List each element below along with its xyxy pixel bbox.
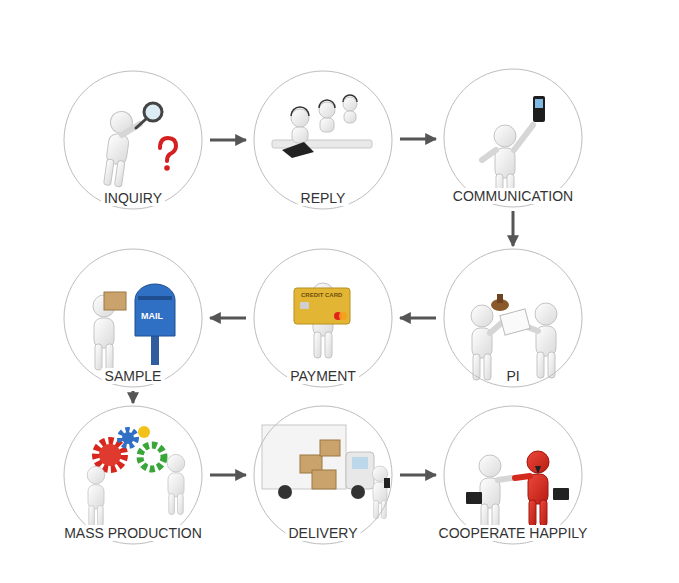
- step-label: COOPERATE HAPPILY: [436, 525, 591, 541]
- step-label: PI: [503, 368, 522, 384]
- circle-outline: [63, 248, 203, 388]
- step-label: SAMPLE: [102, 368, 165, 384]
- phone-figure: [482, 96, 545, 200]
- process-circle: SAMPLE: [63, 248, 203, 388]
- step-label: REPLY: [298, 190, 349, 206]
- flow-arrow: [512, 211, 515, 246]
- circle-outline: [63, 405, 203, 545]
- flow-arrow: [400, 474, 436, 477]
- process-circle: COOPERATE HAPPILY: [443, 405, 583, 545]
- circle-outline: [443, 68, 583, 208]
- inquiry-figure: [102, 103, 176, 187]
- handshake-figures: [466, 451, 569, 530]
- step-label: COMMUNICATION: [450, 188, 576, 204]
- flow-arrow: [400, 317, 436, 320]
- flow-arrow: [210, 317, 246, 320]
- process-circle: COMMUNICATION: [443, 68, 583, 208]
- truck-figure: [262, 425, 390, 519]
- card-figure: [294, 283, 350, 358]
- flow-arrow: [210, 139, 246, 142]
- circle-outline: [253, 248, 393, 388]
- circle-outline: [443, 248, 583, 388]
- flow-arrow: [210, 474, 246, 477]
- circle-outline: [253, 70, 393, 210]
- process-circle: DELIVERY: [253, 405, 393, 545]
- process-circle: PI: [443, 248, 583, 388]
- step-label: DELIVERY: [286, 525, 361, 541]
- call-center-figures: [272, 95, 372, 158]
- circle-outline: [253, 405, 393, 545]
- step-label: INQUIRY: [101, 190, 165, 206]
- circle-outline: [63, 70, 203, 210]
- mailbox-figure: [93, 284, 175, 370]
- step-label: MASS PRODUCTION: [61, 525, 205, 541]
- flow-arrow: [132, 391, 135, 403]
- process-circle: MASS PRODUCTION: [63, 405, 203, 545]
- mailbox-label: MAIL: [141, 311, 163, 322]
- process-circle: REPLY: [253, 70, 393, 210]
- flow-arrow: [400, 138, 436, 141]
- process-circle: PAYMENT: [253, 248, 393, 388]
- card-label: CREDIT CARD: [301, 291, 342, 299]
- step-label: PAYMENT: [287, 368, 359, 384]
- gears-figure: [87, 426, 185, 526]
- circle-outline: [443, 405, 583, 545]
- process-circle: INQUIRY: [63, 70, 203, 210]
